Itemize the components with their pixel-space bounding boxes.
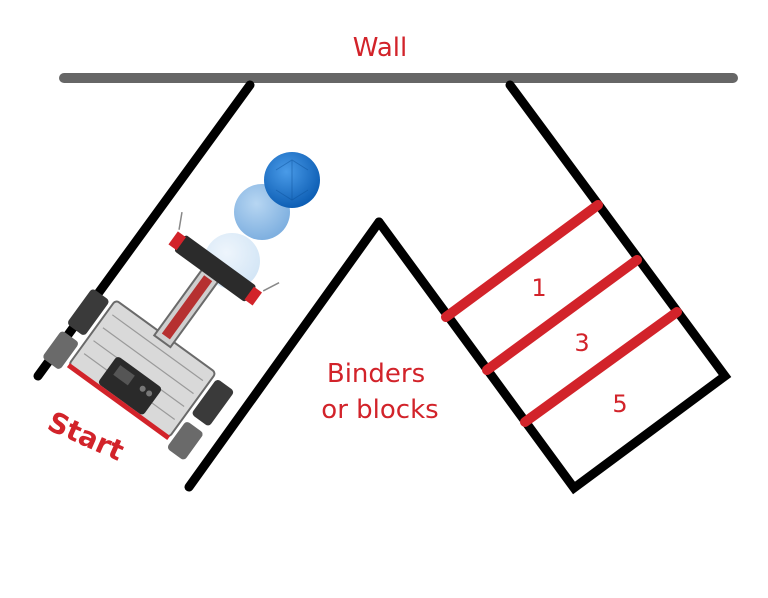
score-label-3: 3 (574, 329, 589, 357)
score-line-2 (482, 255, 642, 375)
ball-icon (264, 152, 320, 208)
score-line-3 (520, 307, 682, 427)
scoring-lane-boundary (374, 80, 732, 495)
zone-label-line1: Binders (327, 359, 425, 389)
score-line-1 (441, 200, 603, 322)
robot-icon (43, 212, 280, 460)
left-lane-inner-line (184, 217, 384, 492)
start-label: Start (43, 405, 129, 468)
wall-label: Wall (353, 33, 407, 63)
score-label-1: 1 (531, 274, 546, 302)
zone-label-line2: or blocks (321, 395, 438, 425)
score-label-5: 5 (612, 390, 627, 418)
